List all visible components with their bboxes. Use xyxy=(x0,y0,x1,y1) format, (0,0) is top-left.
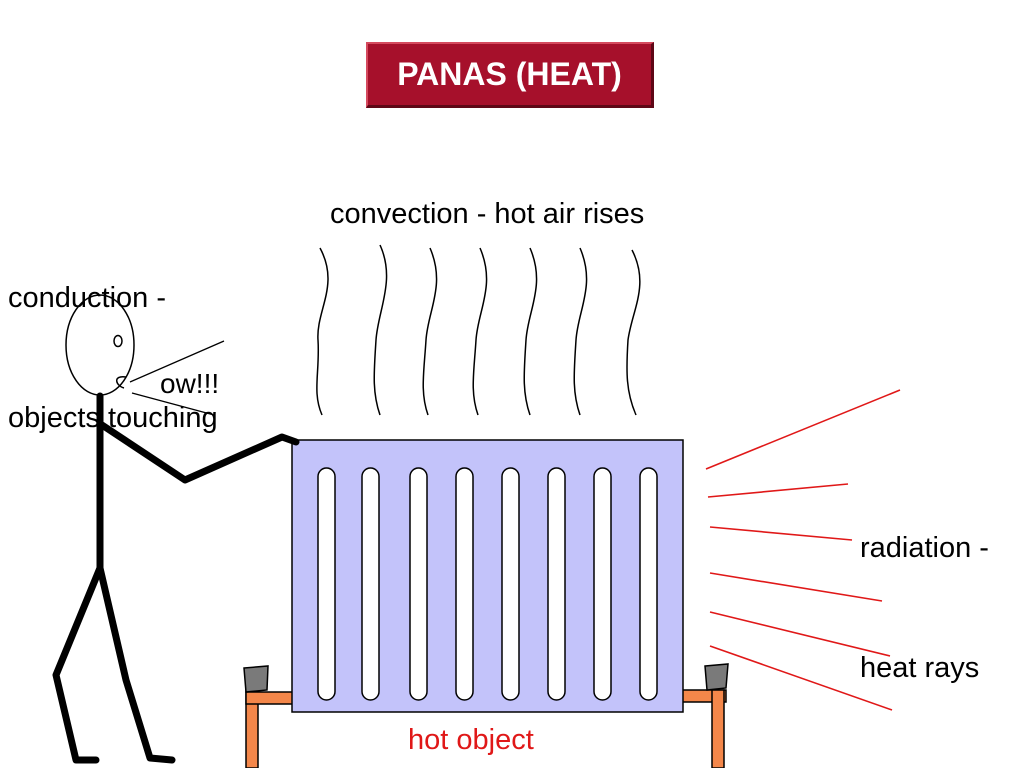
exclamation-lines xyxy=(129,340,225,416)
figure-arm xyxy=(98,421,300,484)
exclamation-label: ow!!! xyxy=(160,368,220,399)
radiation-label: radiation - heat rays xyxy=(860,448,989,768)
radiator-fin xyxy=(361,467,380,701)
slide-title: PANAS (HEAT) xyxy=(397,56,622,92)
convection-wave xyxy=(573,247,588,416)
convection-wave xyxy=(316,247,329,416)
conduction-label: conduction - objects touching xyxy=(8,198,218,518)
radiation-ray xyxy=(707,483,849,498)
radiator-fin xyxy=(455,467,474,701)
radiator-fin xyxy=(593,467,612,701)
radiation-ray xyxy=(709,645,893,711)
convection-wave xyxy=(626,249,641,416)
convection-wave xyxy=(422,247,438,416)
figure-right-leg xyxy=(96,564,176,764)
title-banner: PANAS (HEAT) xyxy=(366,42,654,108)
convection-wave xyxy=(472,247,488,416)
convection-waves xyxy=(316,244,641,416)
radiator-valves xyxy=(243,663,729,693)
radiator-fin xyxy=(317,467,336,701)
shout-line-upper xyxy=(129,340,225,383)
radiator-body xyxy=(291,439,684,713)
shout-line-lower xyxy=(131,392,215,416)
convection-label: convection - hot air rises xyxy=(330,198,645,230)
conduction-label-line-2: objects touching xyxy=(8,402,218,434)
radiation-ray xyxy=(709,572,883,602)
radiator-fin xyxy=(501,467,520,701)
right-valve xyxy=(704,663,729,691)
convection-wave xyxy=(373,244,388,416)
convection-wave xyxy=(523,247,538,416)
radiator-fin xyxy=(547,467,566,701)
radiation-rays xyxy=(705,389,901,711)
right-pipe-vertical xyxy=(711,689,725,768)
radiator-fin xyxy=(409,467,428,701)
radiation-label-line-2: heat rays xyxy=(860,652,980,684)
radiation-label-line-1: radiation - xyxy=(860,532,989,564)
figure-mouth xyxy=(116,376,127,389)
radiator-pipes xyxy=(245,689,727,768)
radiator-fin xyxy=(639,467,658,701)
conduction-label-line-1: conduction - xyxy=(8,282,166,314)
figure-body xyxy=(52,392,300,764)
radiator-fins xyxy=(317,467,658,701)
left-pipe-horizontal xyxy=(245,691,295,705)
figure-eye xyxy=(113,334,123,348)
radiation-ray xyxy=(709,611,891,657)
figure-left-leg xyxy=(52,564,104,764)
stick-figure xyxy=(52,294,300,764)
left-valve xyxy=(243,665,269,693)
radiation-ray xyxy=(705,389,901,470)
hot-object-label: hot object xyxy=(408,724,534,756)
radiation-ray xyxy=(709,526,853,541)
